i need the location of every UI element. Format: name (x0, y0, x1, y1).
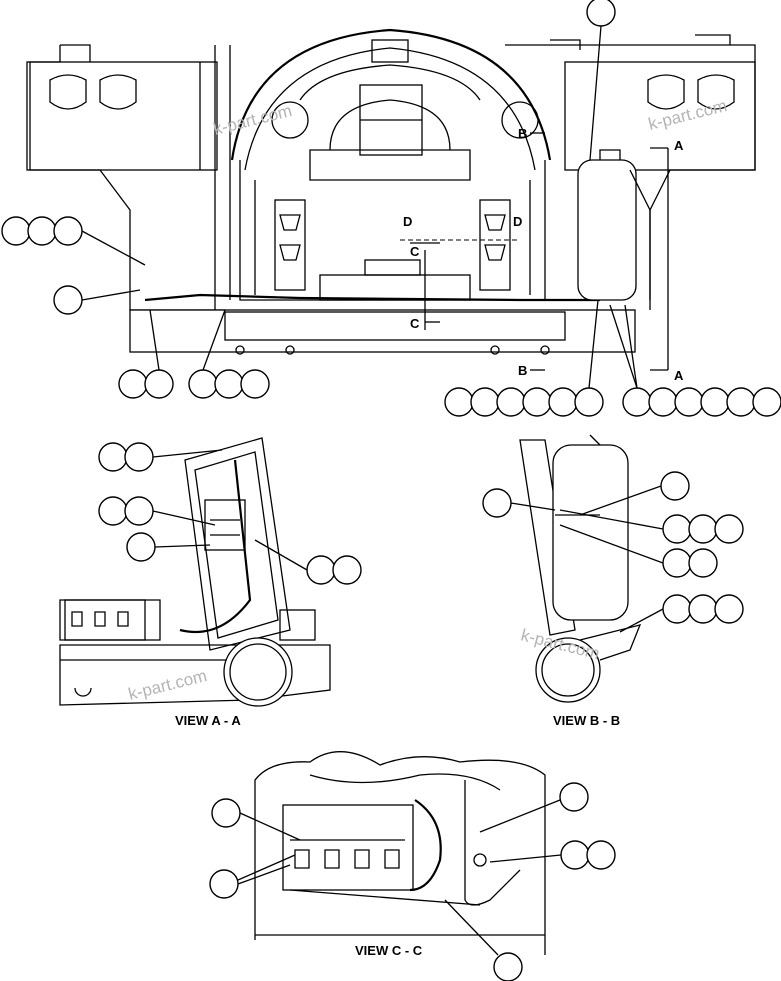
callouts-main (1, 0, 781, 417)
view-b-b-title: VIEW B - B (553, 713, 620, 728)
section-c-label: C (410, 316, 420, 331)
callouts-view-b (482, 471, 744, 633)
section-d-label: D (513, 214, 522, 229)
section-a-label: A (674, 138, 684, 153)
callouts-view-c (209, 782, 616, 981)
section-b-label: B (518, 126, 527, 141)
watermark: k-part.com (646, 96, 729, 134)
section-a-label: A (674, 368, 684, 383)
section-d-label: D (403, 214, 412, 229)
view-a-a-title: VIEW A - A (175, 713, 241, 728)
view-a-a-drawing (59, 437, 331, 707)
section-b-label: B (518, 363, 527, 378)
view-c-c-drawing (254, 751, 546, 955)
view-c-c-title: VIEW C - C (355, 943, 423, 958)
watermark: k-part.com (211, 101, 294, 139)
watermark: k-part.com (126, 666, 209, 704)
main-front-view (26, 28, 756, 371)
section-c-label: C (410, 244, 420, 259)
view-b-b-drawing (519, 434, 642, 703)
callouts-view-a (98, 442, 362, 585)
